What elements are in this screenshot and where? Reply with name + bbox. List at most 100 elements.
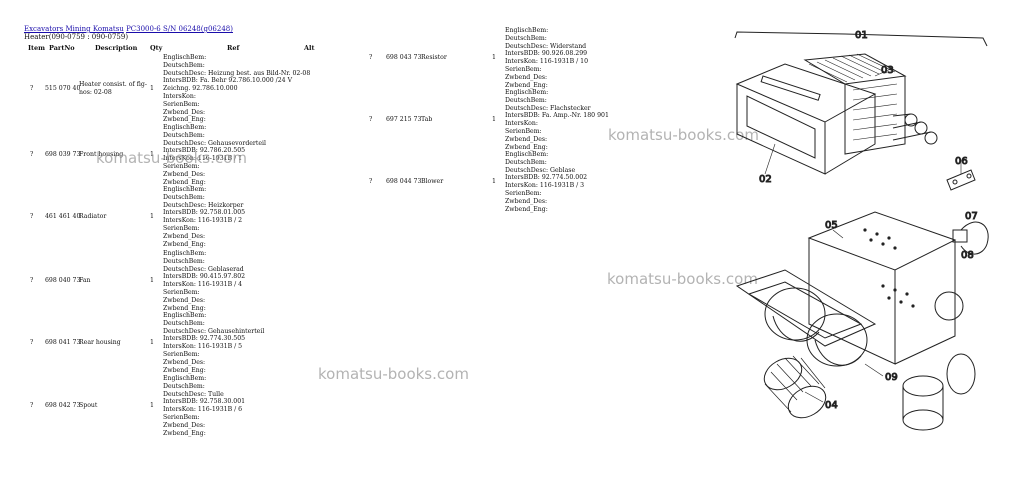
ref-line: IntersKon: 116-1931B / 6 [163, 406, 243, 414]
row-ref-block: EnglischBem:DeutschBem:DeutschDesc: Geha… [163, 312, 264, 374]
row-ref-block: EnglischBem:DeutschBem:DeutschDesc: Heiz… [163, 54, 310, 124]
row-ref-block: EnglischBem:DeutschBem:DeutschDesc: Wide… [505, 27, 588, 89]
row-description: Resistor [421, 54, 447, 62]
col-header-partno: PartNo [49, 44, 75, 52]
ref-line: SerienBem: [505, 65, 542, 73]
ref-line: IntersBDB: 92.758.01.005 [163, 209, 246, 217]
ref-line: EnglischBem: [163, 250, 207, 257]
row-partno: 698 044 73 [386, 178, 422, 186]
ref-line: SerienBem: [163, 350, 200, 358]
watermark: komatsu-books.com [607, 270, 758, 288]
breadcrumb: Excavators Mining Komatsu PC3000-6 S/N 0… [24, 25, 233, 33]
ref-line: DeutschDesc: Geblase [505, 166, 576, 174]
ref-line: SerienBem: [163, 100, 200, 108]
ref-line: EnglischBem: [163, 124, 207, 131]
row-description: Fan [79, 277, 91, 285]
fan-drawing [763, 355, 827, 419]
ref-line: Zwbend_Des: [163, 358, 206, 366]
ref-line: IntersBDB: 90.926.08.299 [505, 50, 588, 58]
ref-line: SerienBem: [505, 127, 542, 135]
ref-line: Zwbend_Eng: [163, 304, 206, 312]
ref-line: DeutschBem: [505, 34, 547, 42]
col-header-qty: Qty [150, 44, 163, 52]
front-housing-drawing [735, 63, 877, 175]
row-qty: 1 [150, 85, 154, 93]
col-header-ref: Ref [227, 44, 240, 52]
ref-line: IntersKon: 116-1931B / 1 [163, 155, 243, 163]
callout-05: 05 [825, 220, 838, 231]
ref-line: IntersKon: [505, 120, 538, 128]
row-partno: 697 215 73 [386, 116, 422, 124]
row-description: Front housing [79, 151, 124, 159]
ref-line: DeutschDesc: Heizung best. aus Bild-Nr. … [163, 69, 311, 77]
ref-line: Zwbend_Des: [505, 73, 548, 81]
row-item: ? [30, 277, 34, 285]
ref-line: DeutschBem: [163, 131, 205, 139]
callout-07: 07 [965, 211, 978, 222]
ref-line: DeutschDesc: Geblaserad [163, 265, 244, 273]
row-partno: 698 039 73 [45, 151, 81, 159]
callout-02: 02 [759, 174, 772, 185]
ref-line: SerienBem: [163, 162, 200, 170]
ref-line: Zwbend_Eng: [163, 116, 206, 124]
watermark: komatsu-books.com [96, 149, 247, 167]
ref-line: DeutschBem: [163, 257, 205, 265]
callout-08: 08 [961, 250, 974, 261]
exploded-parts-diagram: 01 02 03 04 05 06 07 08 09 [734, 30, 989, 431]
row-qty: 1 [150, 277, 154, 285]
callout-04: 04 [825, 400, 838, 411]
row-item: ? [30, 151, 34, 159]
col-header-alt: Alt [304, 44, 315, 52]
ref-line: EnglischBem: [163, 54, 207, 61]
ref-line: Zwbend_Des: [163, 108, 206, 116]
ref-line: DeutschBem: [505, 158, 547, 166]
row-description: Spout [79, 402, 98, 410]
row-description: Tab [421, 116, 433, 124]
breadcrumb-link-model[interactable]: PC3000-6 S/N 06248(g06248) [126, 25, 233, 33]
ref-line: DeutschBem: [163, 61, 205, 69]
blower-drawing [735, 269, 877, 367]
ref-line: IntersKon: 116-1931B / 4 [163, 281, 243, 289]
ref-line: EnglischBem: [163, 312, 207, 319]
ref-line: Zwbend_Des: [163, 170, 206, 178]
col-header-description: Description [95, 44, 138, 52]
row-description: Radiator [79, 213, 107, 221]
ref-line: IntersKon: 116-1931B / 3 [505, 182, 585, 190]
row-qty: 1 [492, 54, 496, 62]
ref-line: IntersBDB: Fa. Behr 92.786.10.000 /24 V [163, 77, 293, 85]
ref-line: Zwbend_Eng: [163, 366, 206, 374]
ref-line: IntersKon: 116-1931B / 10 [505, 58, 589, 66]
row-ref-block: EnglischBem:DeutschBem:DeutschDesc: Geha… [163, 124, 266, 186]
row-item: ? [30, 213, 34, 221]
ref-line: DeutschBem: [163, 382, 205, 390]
ref-line: Zeichng. 92.786.10.000 [163, 85, 238, 93]
ref-line: IntersBDB: 92.758.30.001 [163, 398, 246, 406]
row-partno: 698 040 73 [45, 277, 81, 285]
spout-drawing [902, 353, 976, 431]
ref-line: EnglischBem: [163, 375, 207, 382]
ref-line: EnglischBem: [505, 27, 549, 34]
row-ref-block: EnglischBem:DeutschBem:DeutschDesc: Gebl… [505, 151, 587, 213]
row-qty: 1 [150, 151, 154, 159]
callout-09: 09 [885, 372, 898, 383]
ref-line: Zwbend_Eng: [163, 240, 206, 248]
row-item: ? [369, 116, 373, 124]
row-ref-block: EnglischBem:DeutschBem:DeutschDesc: Tull… [163, 375, 245, 437]
ref-line: IntersBDB: 92.774.30.505 [163, 335, 246, 343]
radiator-drawing [803, 53, 907, 155]
breadcrumb-link-machine[interactable]: Excavators Mining Komatsu [24, 25, 124, 33]
ref-line: Zwbend_Des: [163, 421, 206, 429]
row-ref-block: EnglischBem:DeutschBem:DeutschDesc: Heiz… [163, 186, 245, 248]
row-item: ? [369, 54, 373, 62]
ref-line: DeutschDesc: Heizkorper [163, 201, 244, 209]
ref-line: Zwbend_Eng: [505, 143, 548, 151]
row-item: ? [369, 178, 373, 186]
ref-line: Zwbend_Des: [505, 197, 548, 205]
ref-line: Zwbend_Eng: [505, 205, 548, 213]
ref-line: IntersKon: [163, 92, 196, 100]
ref-line: IntersBDB: 90.415.97.802 [163, 273, 246, 281]
ref-line: Zwbend_Des: [163, 232, 206, 240]
ref-line: DeutschDesc: Gehausehinterteil [163, 327, 265, 335]
row-item: ? [30, 339, 34, 347]
ref-line: IntersKon: 116-1931B / 5 [163, 343, 243, 351]
